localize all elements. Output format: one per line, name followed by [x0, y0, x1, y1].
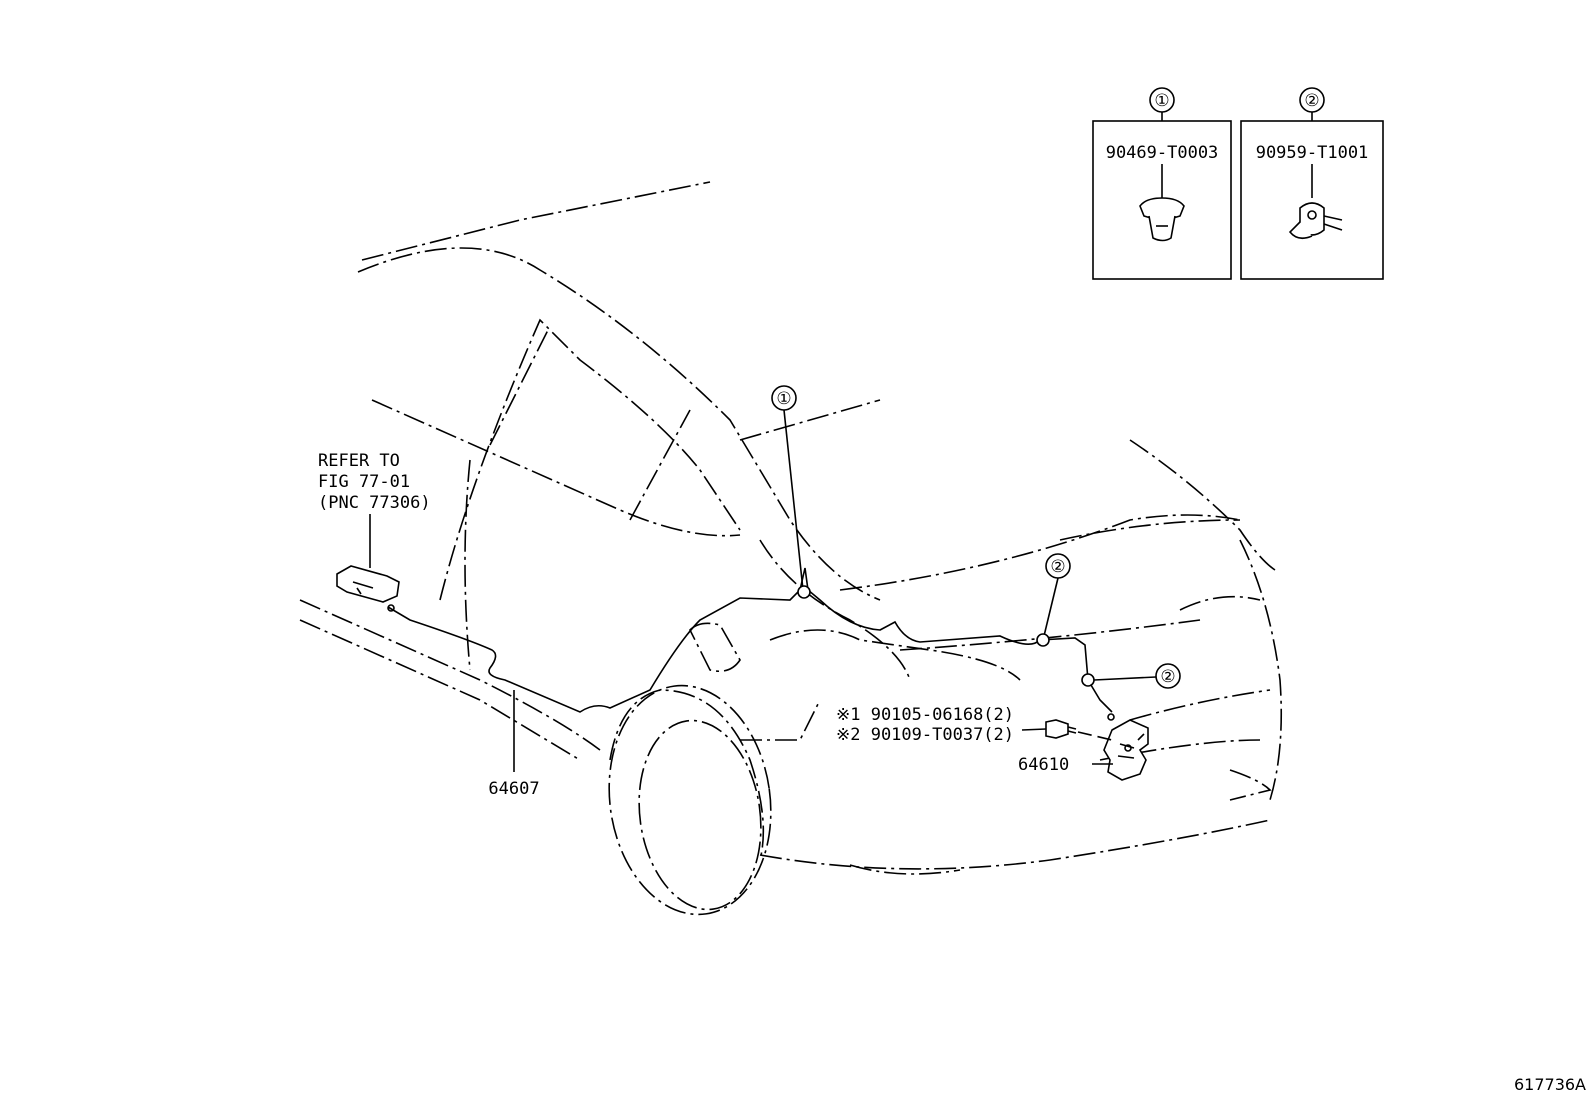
- diagram-marker-2a: ②: [1050, 557, 1065, 577]
- trunk-release-cable[interactable]: 64607: [387, 567, 1115, 799]
- screw-note-2: ※2 90109-T0037(2): [836, 725, 1014, 745]
- clip-90959-icon: [1288, 202, 1343, 240]
- vehicle-outline: [299, 181, 1283, 916]
- refer-to-line3: (PNC 77306): [318, 493, 431, 513]
- refer-to-line1: REFER TO: [318, 451, 400, 471]
- legend-marker-1: ①: [1154, 91, 1169, 111]
- lock-part-number: 64610: [1018, 755, 1069, 775]
- lock-screws[interactable]: ※1 90105-06168(2) ※2 90109-T0037(2): [836, 705, 1113, 745]
- figure-id: 617736A: [1514, 1075, 1586, 1094]
- trunk-lock-icon: [1103, 719, 1149, 781]
- screw-note-1: ※1 90105-06168(2): [836, 705, 1014, 725]
- refer-to-line2: FIG 77-01: [318, 472, 410, 492]
- diagram-marker-1: ①: [776, 389, 791, 409]
- release-lever-reference[interactable]: REFER TO FIG 77-01 (PNC 77306): [318, 451, 431, 603]
- legend-part-number-1: 90469-T0003: [1106, 143, 1219, 163]
- cable-part-number: 64607: [488, 779, 539, 799]
- legend-marker-2: ②: [1304, 91, 1319, 111]
- diagram-clip-marker-2b[interactable]: ②: [1081, 663, 1181, 689]
- legend-clip-2[interactable]: ② 90959-T1001: [1240, 87, 1384, 280]
- legend-part-number-2: 90959-T1001: [1256, 143, 1369, 163]
- diagram-marker-2b: ②: [1160, 667, 1175, 687]
- diagram-clip-marker-1[interactable]: ①: [771, 385, 811, 599]
- diagram-clip-marker-2a[interactable]: ②: [1036, 553, 1071, 647]
- legend-clip-1[interactable]: ① 90469-T0003: [1092, 87, 1232, 280]
- release-lever-icon: [336, 565, 400, 603]
- bolt-icon: [1045, 719, 1077, 739]
- trunk-lock-assembly[interactable]: 64610: [1018, 719, 1149, 781]
- clip-90469-icon: [1139, 197, 1185, 242]
